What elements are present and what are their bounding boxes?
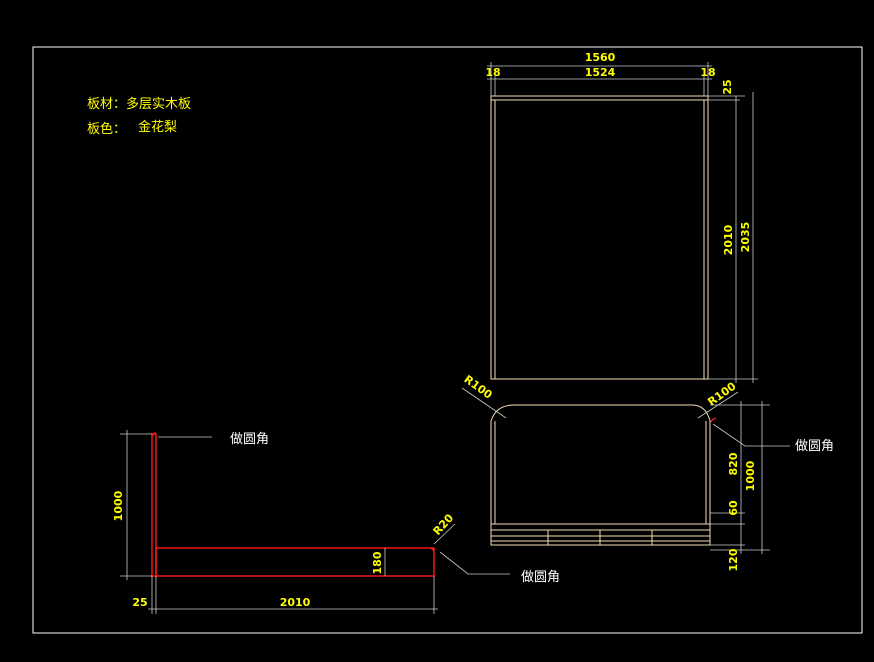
material-note: 板材：多层实木板 — [87, 96, 191, 112]
dim-side-height: 1000 — [112, 490, 125, 521]
side-view: 做圆角 做圆角 R20 1000 180 25 2010 — [112, 430, 560, 614]
side-frame — [155, 547, 435, 577]
dim-side-length: 2010 — [280, 596, 311, 609]
headboard-outline — [490, 404, 711, 546]
color-note-label: 板色： — [87, 121, 126, 137]
headboard-view: R100 R100 做圆角 820 60 120 1000 — [462, 373, 834, 572]
dim-head-total: 1000 — [744, 460, 757, 491]
side-bottom-callout: 做圆角 — [521, 570, 560, 585]
dim-head-rail: 60 — [727, 500, 740, 516]
dim-top-overall-width: 1560 — [585, 51, 616, 64]
headboard-callout: 做圆角 — [795, 439, 834, 454]
dim-side-radius: R20 — [431, 511, 457, 538]
side-top-callout: 做圆角 — [230, 432, 269, 447]
dim-side-frame-height: 180 — [371, 551, 384, 574]
dim-side-thickness: 25 — [132, 596, 147, 609]
headboard-callout-leader — [712, 423, 790, 447]
dim-top-headboard: 25 — [721, 79, 734, 94]
dim-inner-length: 2010 — [722, 224, 735, 255]
side-top-corner-marker — [151, 432, 157, 437]
drawing-frame — [32, 46, 863, 634]
plan-outer-frame — [490, 95, 709, 380]
headboard-corner-marker — [710, 417, 717, 423]
dim-top-inner-width: 1524 — [585, 66, 616, 79]
dim-top-right-edge: 18 — [700, 66, 715, 79]
side-corner-marker — [429, 547, 435, 552]
dim-radius-left: R100 — [462, 373, 495, 402]
dim-head-bottom: 120 — [727, 548, 740, 571]
dim-overall-length: 2035 — [739, 222, 752, 253]
color-note-value: 金花梨 — [138, 119, 177, 135]
dim-head-upper: 820 — [727, 452, 740, 475]
dim-radius-right: R100 — [705, 379, 738, 408]
plan-view: 1560 1524 18 18 25 2010 2035 — [485, 51, 758, 383]
dim-top-left-edge: 18 — [485, 66, 500, 79]
